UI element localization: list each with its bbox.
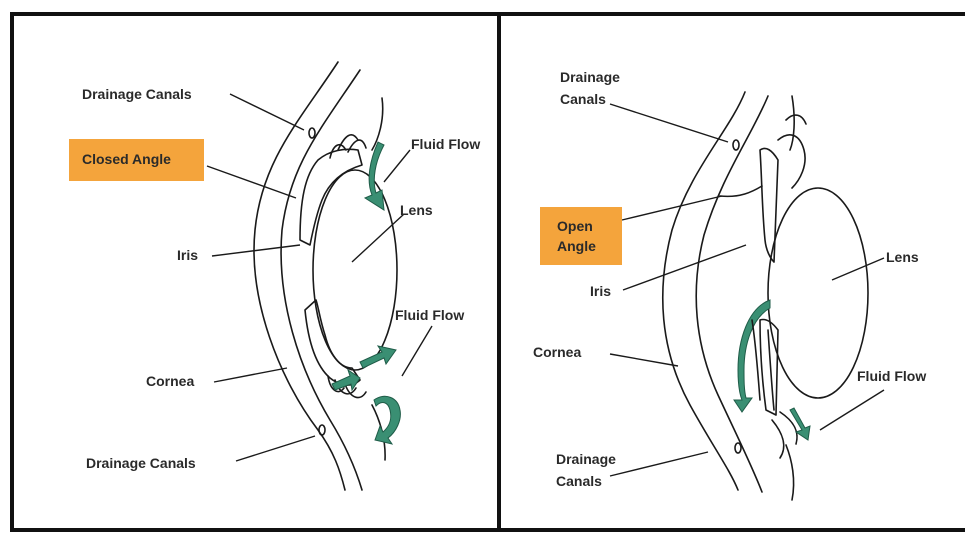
right-label-lens: Lens	[886, 249, 919, 265]
right-fluid-channel	[752, 320, 774, 410]
right-label-cornea: Cornea	[533, 344, 581, 360]
right-ciliary-upper	[778, 115, 806, 188]
left-cornea-inner	[281, 70, 362, 490]
left-fluid-arrow-mid	[360, 346, 396, 368]
right-label-drainage-top-1: Drainage	[560, 69, 620, 85]
open-angle-illustration: Drainage Canals Open Angle Iris Lens Cor…	[533, 69, 926, 500]
left-pointer-fluid-bottom	[402, 326, 432, 376]
left-ciliary-upper	[330, 135, 366, 158]
left-drainage-canal-bottom	[319, 425, 325, 435]
left-lens	[313, 170, 397, 370]
left-fluid-arrow-top	[365, 142, 384, 210]
right-zonule-top	[790, 96, 794, 150]
left-fluid-arrow-bottom	[374, 396, 400, 444]
right-label-iris: Iris	[590, 283, 611, 299]
left-zonule-top	[372, 98, 383, 150]
right-label-drainage-top-2: Canals	[560, 91, 606, 107]
left-label-closed-angle: Closed Angle	[82, 151, 171, 167]
right-cornea-inner	[696, 96, 768, 492]
right-pointer-iris	[623, 245, 746, 290]
right-pointer-drainage-top	[610, 104, 728, 142]
left-iris-upper	[300, 149, 362, 245]
right-iris-upper	[760, 148, 778, 262]
left-cornea-outer	[254, 62, 345, 490]
left-pointer-drainage-bottom	[236, 436, 315, 461]
right-label-drainage-bottom-1: Drainage	[556, 451, 616, 467]
right-drainage-canal-top	[733, 140, 739, 150]
right-label-fluid: Fluid Flow	[857, 368, 926, 384]
right-label-open: Open	[557, 218, 593, 234]
left-drainage-canal-top	[309, 128, 315, 138]
left-label-iris: Iris	[177, 247, 198, 263]
right-pointer-lens	[832, 258, 884, 280]
right-pointer-drainage-bottom	[610, 452, 708, 476]
right-angle-highlight	[540, 207, 622, 265]
left-label-cornea: Cornea	[146, 373, 194, 389]
left-label-drainage-bottom: Drainage Canals	[86, 455, 196, 471]
right-cornea-outer	[663, 92, 745, 490]
left-label-fluid-top: Fluid Flow	[411, 136, 480, 152]
left-pointer-angle	[207, 166, 296, 198]
right-zonule-bottom	[786, 445, 794, 500]
left-label-lens: Lens	[400, 202, 433, 218]
left-pointer-cornea	[214, 368, 287, 382]
right-angle-curve	[720, 186, 762, 196]
right-ciliary-lower	[772, 412, 797, 458]
right-drainage-canal-bottom	[735, 443, 741, 453]
right-lens	[768, 188, 868, 398]
right-pointer-cornea	[610, 354, 678, 366]
left-pointer-iris	[212, 245, 300, 256]
left-label-fluid-bottom: Fluid Flow	[395, 307, 464, 323]
left-label-drainage-top: Drainage Canals	[82, 86, 192, 102]
left-pointer-drainage-top	[230, 94, 304, 130]
right-label-angle: Angle	[557, 238, 596, 254]
left-pointer-fluid-top	[384, 150, 410, 182]
closed-angle-illustration: Drainage Canals Closed Angle Fluid Flow …	[69, 62, 480, 490]
right-pointer-angle	[622, 196, 722, 220]
right-label-drainage-bottom-2: Canals	[556, 473, 602, 489]
